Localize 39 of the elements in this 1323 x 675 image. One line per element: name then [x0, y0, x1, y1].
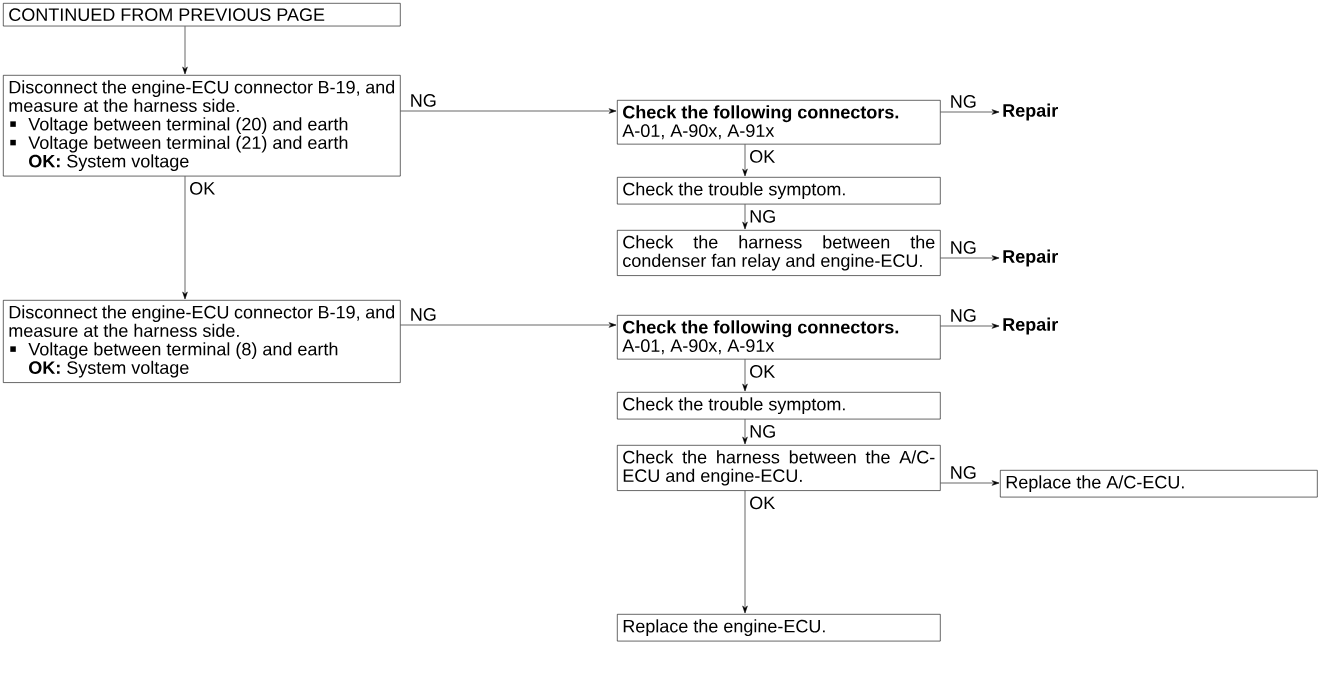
arrow: [940, 109, 1000, 115]
edge-label: NG: [948, 240, 978, 255]
edge-label: NG: [948, 94, 978, 109]
arrow: [940, 323, 1000, 329]
edge-label: OK: [748, 364, 777, 379]
edge-label: OK: [748, 495, 777, 511]
edge-label: NG: [948, 308, 978, 323]
step-box: CONTINUED FROM PREVIOUS PAGE: [3, 3, 401, 27]
edge-label: OK: [748, 149, 777, 164]
edge-label: NG: [408, 93, 438, 108]
step-box: Check the harness between the A/C-ECU and engine-ECU.: [617, 445, 941, 491]
arrow: [742, 419, 748, 445]
arrow: [940, 255, 1000, 261]
arrow: [182, 26, 188, 75]
step-box: Check the trouble symptom.: [617, 392, 941, 420]
step-box: Check the following connectors. A-01, A-90x, A-91x: [617, 315, 941, 360]
step-box: Disconnect the engine-ECU connector B-19, and measure at the harness side. Voltage between terminal (20) and earth Voltage between terminal (21) and earth OK: System voltage: [3, 75, 401, 177]
edge-label: NG: [948, 465, 978, 480]
arrow: [182, 176, 188, 300]
arrow: [742, 359, 748, 392]
arrow: [742, 490, 748, 614]
arrow: [940, 480, 1000, 486]
step-box: Disconnect the engine-ECU connector B-19, and measure at the harness side. Voltage between terminal (8) and earth OK: System voltage: [3, 300, 401, 383]
action-text: Repair: [1003, 317, 1058, 335]
arrow: [400, 322, 617, 328]
edge-label: NG: [748, 209, 778, 224]
step-box: Check the following connectors. A-01, A-90x, A-91x: [617, 100, 941, 145]
arrow: [400, 108, 617, 114]
step-box: Replace the engine-ECU.: [617, 614, 941, 642]
edge-label: NG: [408, 307, 438, 322]
step-box: Replace the A/C-ECU.: [1000, 470, 1318, 498]
edge-label: NG: [748, 424, 778, 439]
action-text: Repair: [1003, 103, 1058, 121]
edge-label: OK: [188, 181, 217, 196]
step-box: Check the trouble symptom.: [617, 177, 941, 205]
arrow: [742, 144, 748, 177]
step-box: Check the harness between the condenser fan relay and engine-ECU.: [617, 230, 941, 276]
arrow: [742, 204, 748, 230]
action-text: Repair: [1003, 249, 1058, 267]
